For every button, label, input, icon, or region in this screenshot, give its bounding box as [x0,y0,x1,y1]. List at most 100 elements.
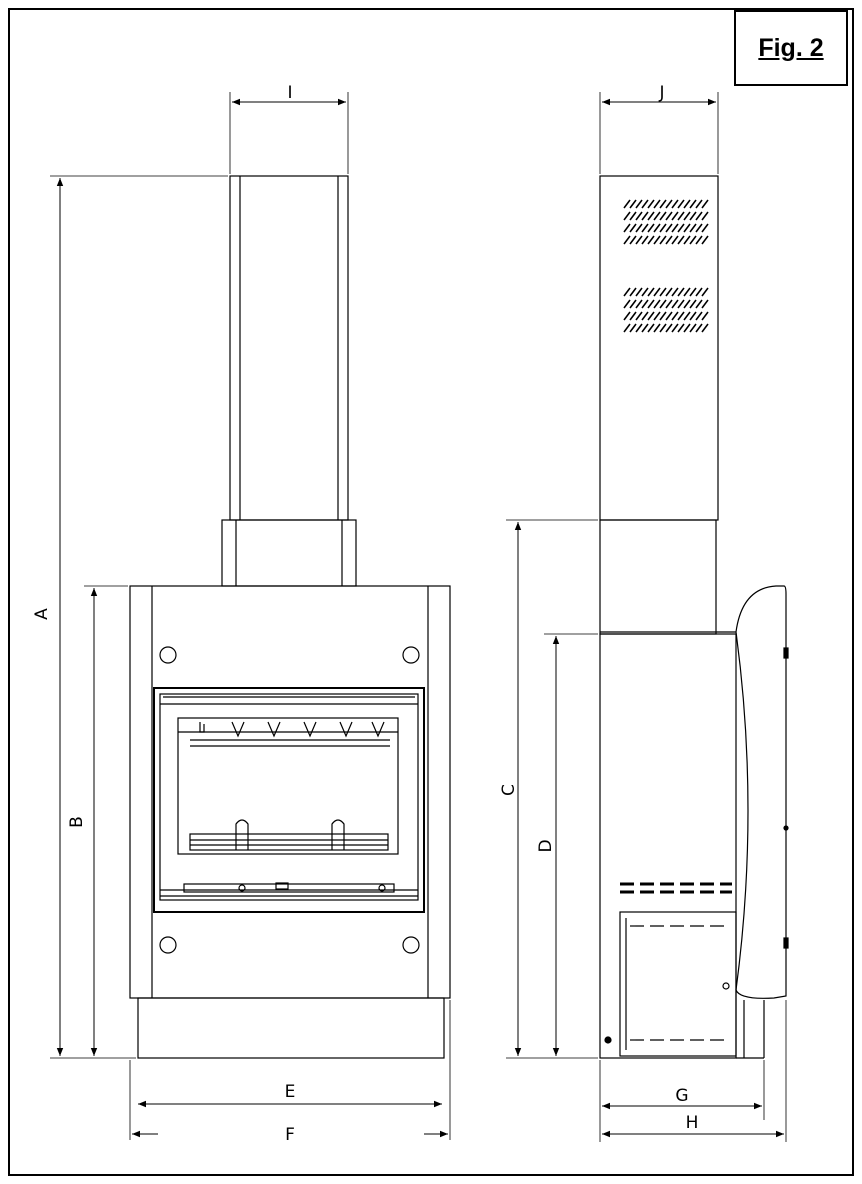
louvre-slot [659,299,667,309]
louvre-slot [677,287,685,297]
louvre-slot [641,211,649,221]
louvre-slot [665,235,673,245]
side-flue-collar [599,519,717,635]
louvre-slot [683,311,691,321]
louvre-slot [671,235,679,245]
louvre-slot [653,323,661,333]
louvre-slot [629,235,637,245]
louvre-slot [623,235,631,245]
louvre-slot [665,323,673,333]
louvre-slot [623,211,631,221]
louvre-slot [659,323,667,333]
louvre-slot [683,223,691,233]
louvre-slot [641,299,649,309]
louvre-slot [653,299,661,309]
screw-hole [159,646,177,664]
louvre-slot [701,299,709,309]
dim-label-i: I [287,83,292,103]
louvre-slot [683,211,691,221]
louvre-slot [629,311,637,321]
louvre-slot [641,323,649,333]
louvre-slot [689,311,697,321]
louvre-slot [635,311,643,321]
side-body [599,633,737,1059]
dim-label-h: H [686,1113,699,1133]
louvre-slot [683,323,691,333]
louvre-slot [665,299,673,309]
louvre-slot [677,223,685,233]
side-front-panel [735,585,787,999]
louvre-slot [677,323,685,333]
louvre-slot [695,323,703,333]
dim-label-d: D [536,839,556,852]
louvre-slot [671,211,679,221]
louvre-slot [653,235,661,245]
louvre-slot [653,211,661,221]
grate [189,833,389,851]
louvre-slot [683,299,691,309]
louvre-slot [635,235,643,245]
dim-label-c: C [499,784,519,796]
louvre-slot [689,323,697,333]
louvre-slot [659,311,667,321]
louvres [623,199,709,333]
louvre-slot [659,211,667,221]
louvre-slot [671,311,679,321]
louvre-slot [695,287,703,297]
louvre-slot [647,235,655,245]
louvre-slot [701,235,709,245]
louvre-slot [623,323,631,333]
louvre-slot [653,311,661,321]
louvre-slot [689,299,697,309]
fire-door-frame [153,687,425,913]
louvre-slot [641,235,649,245]
louvre-slot [695,299,703,309]
louvre-slot [635,211,643,221]
louvre-slot [689,211,697,221]
dim-label-f: F [285,1125,295,1145]
screw-hole [402,936,420,954]
louvre-slot [695,235,703,245]
louvre-slot [677,235,685,245]
louvre-slot [623,223,631,233]
louvre-slot [653,287,661,297]
louvre-slot [623,199,631,209]
louvre-slot [653,199,661,209]
dim-label-b: B [67,816,87,828]
side-view [599,175,789,1059]
front-flue-pipe [229,175,349,521]
louvre-slot [623,311,631,321]
louvre-slot [701,199,709,209]
louvre-slot [689,235,697,245]
drawing-border [8,8,854,1176]
louvre-slot [695,211,703,221]
figure-label: Fig. 2 [734,10,848,86]
louvre-slot [689,287,697,297]
louvre-slot [647,223,655,233]
louvre-slot [677,299,685,309]
louvre-slot [635,199,643,209]
louvre-slot [671,199,679,209]
louvre-slot [641,311,649,321]
louvre-slot [635,323,643,333]
louvre-slot [695,311,703,321]
louvre-slot [695,199,703,209]
front-flue-collar [221,519,357,587]
louvre-slot [689,199,697,209]
louvre-slot [629,299,637,309]
firebox [177,717,399,855]
louvre-slot [677,311,685,321]
louvre-slot [701,323,709,333]
front-view [129,175,451,1059]
dim-label-j: J [658,83,664,103]
louvre-slot [665,211,673,221]
louvre-slot [641,223,649,233]
louvre-slot [623,299,631,309]
louvre-slot [641,287,649,297]
louvre-slot [665,199,673,209]
louvre-slot [635,287,643,297]
louvre-slot [647,323,655,333]
louvre-slot [647,211,655,221]
louvre-slot [665,287,673,297]
